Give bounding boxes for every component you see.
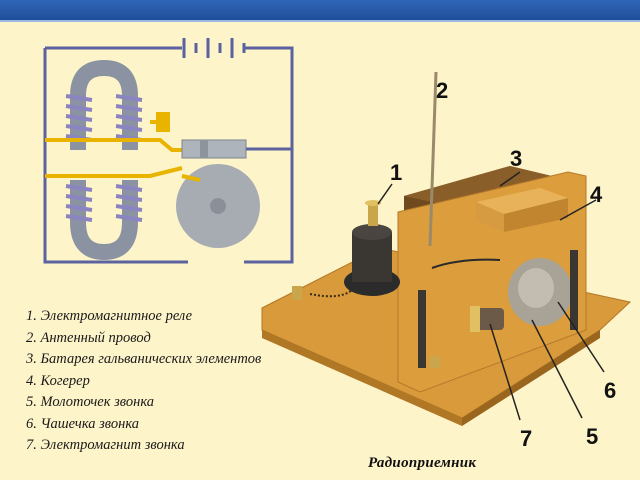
callout-7: 7: [520, 426, 533, 451]
callout-6: 6: [604, 378, 617, 403]
relay-top: [352, 224, 392, 240]
coherer-block-side: [504, 198, 568, 232]
wooden-base-edge: [262, 330, 462, 426]
legend-item: 4. Когерер: [26, 372, 90, 389]
callout-2: 2: [436, 78, 449, 103]
parts-legend: 1. Электромагнитное реле 2. Антенный про…: [26, 306, 261, 457]
battery-box-top: [404, 166, 560, 208]
panel-wire: [431, 258, 501, 269]
legend-item: 1. Электромагнитное реле: [26, 308, 193, 324]
bell-cup-highlight: [518, 268, 554, 308]
legend-item: 6. Чашечка звонка: [26, 415, 140, 432]
bell-electromagnet: [476, 308, 504, 330]
circuit-wires: [43, 46, 294, 264]
base-terminal-left: [292, 286, 302, 300]
bell-electromagnet-plate: [470, 306, 480, 332]
callout-lines: [377, 171, 605, 421]
legend-item: 2. Антенный провод: [26, 329, 151, 346]
legend-item: 7. Электромагнит звонка: [26, 437, 185, 453]
callout-1: 1: [390, 160, 403, 185]
coherer-block-front: [476, 202, 504, 232]
callout-4: 4: [590, 182, 603, 207]
radio-receiver-apparatus: [261, 71, 632, 426]
figure-caption: Радиоприемник: [368, 455, 477, 471]
battery-symbol: [182, 38, 246, 58]
coherer-block-top: [476, 188, 568, 214]
coiled-wire: [309, 289, 353, 298]
coherer-schematic: [181, 139, 292, 159]
relay-body: [352, 232, 392, 282]
slide-header-bar: [0, 0, 640, 20]
bell-schematic: [176, 164, 260, 248]
relay-terminal: [368, 204, 378, 226]
base-terminal-center: [430, 356, 440, 368]
relay-contact-screw: [156, 112, 170, 132]
relay-terminal-cap: [365, 200, 381, 206]
relay-electromagnet: [65, 59, 143, 261]
right-bracket: [570, 250, 578, 330]
slide-header-line: [0, 20, 640, 22]
antenna-wire: [428, 71, 438, 247]
left-bracket: [418, 290, 426, 368]
legend-item: 5. Молоточек звонка: [26, 394, 154, 410]
front-panel: [397, 171, 587, 393]
callout-5: 5: [586, 424, 599, 449]
wooden-base-side: [462, 330, 600, 426]
legend-item: 3. Батарея гальванических элементов: [26, 351, 262, 367]
callout-3: 3: [510, 146, 523, 171]
